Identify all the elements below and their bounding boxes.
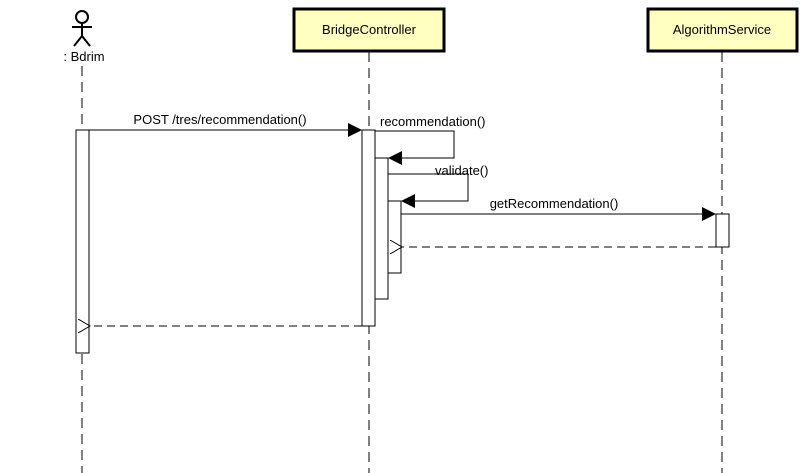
message-get-recommendation[interactable]: getRecommendation() bbox=[401, 196, 716, 221]
activation-actor[interactable] bbox=[75, 129, 90, 354]
message-recommendation-self[interactable]: recommendation() bbox=[375, 114, 486, 165]
activation-bridge-3[interactable] bbox=[387, 200, 402, 274]
participant-label: BridgeController bbox=[322, 22, 417, 37]
participant-bridgecontroller[interactable]: BridgeController bbox=[292, 7, 446, 53]
message-validate-self[interactable]: validate() bbox=[388, 163, 488, 208]
message-label: validate() bbox=[435, 163, 488, 178]
actor-bdrim[interactable]: : Bdrim bbox=[63, 10, 105, 64]
message-label: POST /tres/recommendation() bbox=[133, 112, 306, 127]
activation-bridge-1[interactable] bbox=[361, 129, 376, 327]
actor-label: : Bdrim bbox=[63, 49, 104, 64]
participant-algorithmservice[interactable]: AlgorithmService bbox=[646, 7, 799, 53]
message-label: getRecommendation() bbox=[490, 196, 619, 211]
participant-label: AlgorithmService bbox=[673, 22, 771, 37]
message-label: recommendation() bbox=[380, 114, 486, 129]
activation-algo[interactable] bbox=[715, 213, 730, 248]
actor-stick-figure-icon bbox=[72, 10, 92, 47]
activation-bridge-2[interactable] bbox=[374, 157, 389, 300]
message-post-recommendation[interactable]: POST /tres/recommendation() bbox=[89, 112, 362, 137]
